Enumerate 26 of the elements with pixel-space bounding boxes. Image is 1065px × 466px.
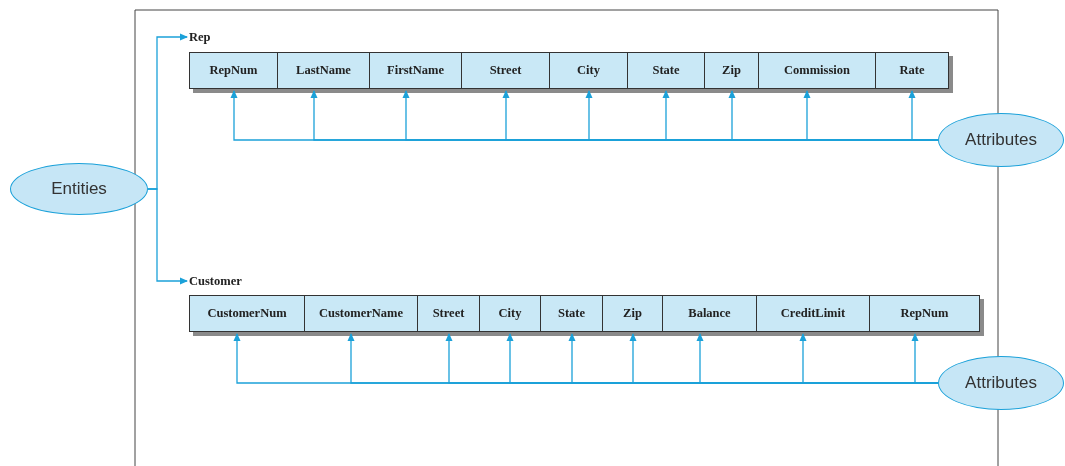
field-cell: CustomerNum: [189, 295, 305, 332]
callout-ellipse: Entities: [10, 163, 148, 215]
field-cell: Commission: [758, 52, 876, 89]
field-cell: FirstName: [369, 52, 462, 89]
field-cell: Balance: [662, 295, 757, 332]
field-cell: Zip: [704, 52, 759, 89]
table-name: Rep: [189, 29, 249, 45]
field-cell: Rate: [875, 52, 949, 89]
arrow: [147, 188, 188, 285]
table-name: Customer: [189, 273, 269, 289]
field-cell: State: [540, 295, 603, 332]
field-cell: Street: [461, 52, 550, 89]
callout-ellipse: Attributes: [938, 113, 1064, 167]
field-cell: Zip: [602, 295, 663, 332]
field-cell: Street: [417, 295, 480, 332]
arrow: [911, 333, 939, 384]
field-cell: CustomerName: [304, 295, 418, 332]
field-cell: City: [479, 295, 541, 332]
callout-ellipse: Attributes: [938, 356, 1064, 410]
field-cell: State: [627, 52, 705, 89]
field-cell: CreditLimit: [756, 295, 870, 332]
field-cell: City: [549, 52, 628, 89]
field-cell: RepNum: [869, 295, 980, 332]
field-cell: RepNum: [189, 52, 278, 89]
arrow: [908, 90, 939, 141]
field-cell: LastName: [277, 52, 370, 89]
